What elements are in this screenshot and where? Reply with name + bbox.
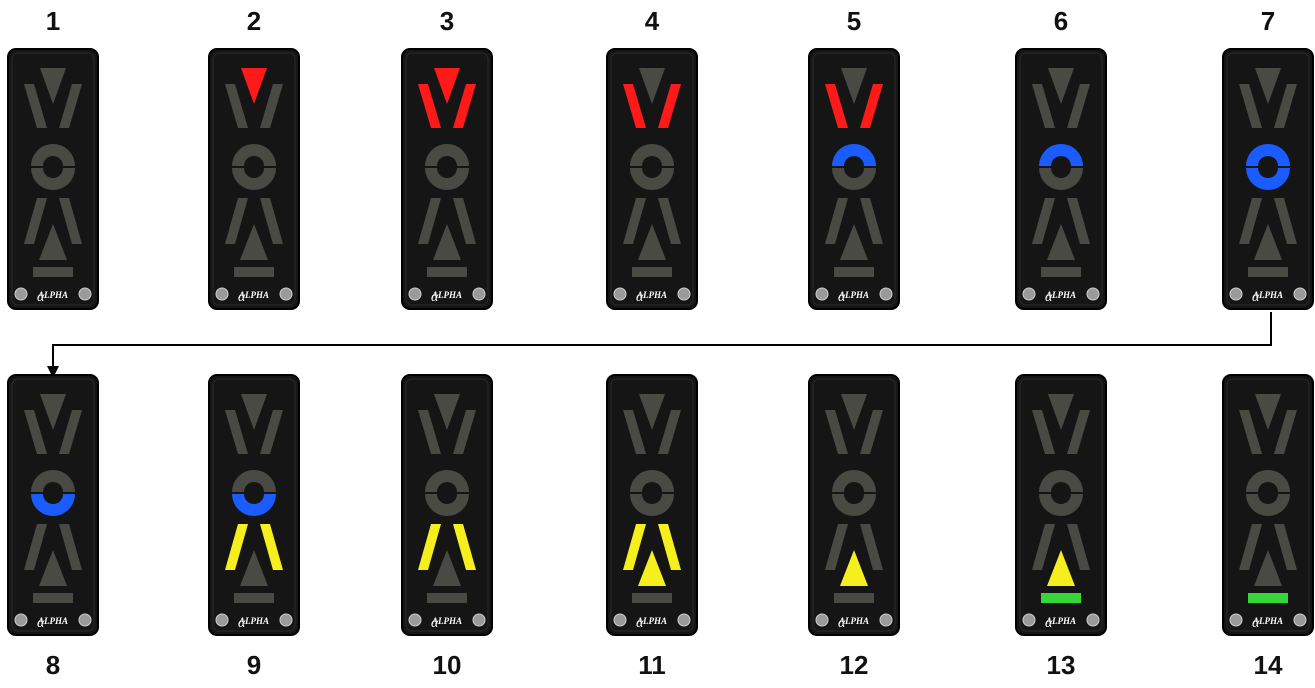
bottom-bar-light xyxy=(834,593,874,603)
screw-right xyxy=(280,288,292,300)
bottom-bar-light xyxy=(632,593,672,603)
brand-alpha-glyph: α xyxy=(1252,616,1260,631)
bottom-bar-light xyxy=(1248,593,1288,603)
step-number: 2 xyxy=(234,6,274,36)
indicator-panel-drawing: ALPHAα xyxy=(606,48,698,310)
bottom-bar-light xyxy=(234,593,274,603)
screw-right xyxy=(678,614,690,626)
screw-right xyxy=(79,614,91,626)
indicator-panel: ALPHAα xyxy=(606,48,698,310)
step-number: 3 xyxy=(427,6,467,36)
indicator-panel-drawing: ALPHAα xyxy=(808,48,900,310)
indicator-panel: ALPHAα xyxy=(1222,48,1314,310)
indicator-panel: ALPHAα xyxy=(401,48,493,310)
indicator-panel: ALPHAα xyxy=(401,374,493,636)
bottom-bar-light xyxy=(834,267,874,277)
screw-left xyxy=(409,614,421,626)
bottom-bar-light xyxy=(632,267,672,277)
screw-left xyxy=(216,614,228,626)
bottom-bar-light xyxy=(33,593,73,603)
brand-alpha-glyph: α xyxy=(1045,290,1053,305)
brand-alpha-glyph: α xyxy=(1252,290,1260,305)
screw-right xyxy=(678,288,690,300)
step-number: 14 xyxy=(1248,650,1288,680)
screw-right xyxy=(473,288,485,300)
brand-alpha-glyph: α xyxy=(838,616,846,631)
brand-alpha-glyph: α xyxy=(431,616,439,631)
brand-alpha-glyph: α xyxy=(1045,616,1053,631)
indicator-panel-drawing: ALPHAα xyxy=(7,48,99,310)
screw-right xyxy=(1294,614,1306,626)
screw-left xyxy=(1023,288,1035,300)
screw-left xyxy=(1230,288,1242,300)
bottom-bar-light xyxy=(1041,593,1081,603)
brand-alpha-glyph: α xyxy=(37,616,45,631)
step-number: 12 xyxy=(834,650,874,680)
step-number: 1 xyxy=(33,6,73,36)
indicator-panel-drawing: ALPHAα xyxy=(1222,374,1314,636)
indicator-panel-drawing: ALPHAα xyxy=(808,374,900,636)
step-number: 10 xyxy=(427,650,467,680)
screw-left xyxy=(216,288,228,300)
screw-right xyxy=(473,614,485,626)
step-number: 11 xyxy=(632,650,672,680)
screw-left xyxy=(1230,614,1242,626)
brand-alpha-glyph: α xyxy=(431,290,439,305)
bottom-bar-light xyxy=(234,267,274,277)
brand-alpha-glyph: α xyxy=(636,616,644,631)
step-number: 8 xyxy=(33,650,73,680)
bottom-bar-light xyxy=(33,267,73,277)
indicator-panel-drawing: ALPHAα xyxy=(401,48,493,310)
indicator-panel: ALPHAα xyxy=(808,374,900,636)
screw-left xyxy=(614,614,626,626)
screw-right xyxy=(280,614,292,626)
step-number: 4 xyxy=(632,6,672,36)
indicator-panel: ALPHAα xyxy=(7,48,99,310)
step-number: 7 xyxy=(1248,6,1288,36)
indicator-panel-drawing: ALPHAα xyxy=(606,374,698,636)
screw-left xyxy=(15,288,27,300)
screw-right xyxy=(1087,614,1099,626)
screw-left xyxy=(15,614,27,626)
screw-right xyxy=(1087,288,1099,300)
screw-right xyxy=(79,288,91,300)
step-number: 13 xyxy=(1041,650,1081,680)
indicator-panel-drawing: ALPHAα xyxy=(208,374,300,636)
brand-alpha-glyph: α xyxy=(838,290,846,305)
screw-right xyxy=(1294,288,1306,300)
screw-left xyxy=(1023,614,1035,626)
step-number: 9 xyxy=(234,650,274,680)
screw-left xyxy=(816,614,828,626)
step-number: 5 xyxy=(834,6,874,36)
brand-alpha-glyph: α xyxy=(238,616,246,631)
indicator-panel: ALPHAα xyxy=(808,48,900,310)
screw-left xyxy=(816,288,828,300)
screw-right xyxy=(880,614,892,626)
step-number: 6 xyxy=(1041,6,1081,36)
indicator-panel: ALPHAα xyxy=(606,374,698,636)
brand-alpha-glyph: α xyxy=(37,290,45,305)
screw-left xyxy=(409,288,421,300)
bottom-bar-light xyxy=(427,267,467,277)
brand-alpha-glyph: α xyxy=(238,290,246,305)
bottom-bar-light xyxy=(427,593,467,603)
bottom-bar-light xyxy=(1041,267,1081,277)
brand-alpha-glyph: α xyxy=(636,290,644,305)
screw-right xyxy=(880,288,892,300)
screw-left xyxy=(614,288,626,300)
indicator-panel-drawing: ALPHAα xyxy=(1015,48,1107,310)
bottom-bar-light xyxy=(1248,267,1288,277)
